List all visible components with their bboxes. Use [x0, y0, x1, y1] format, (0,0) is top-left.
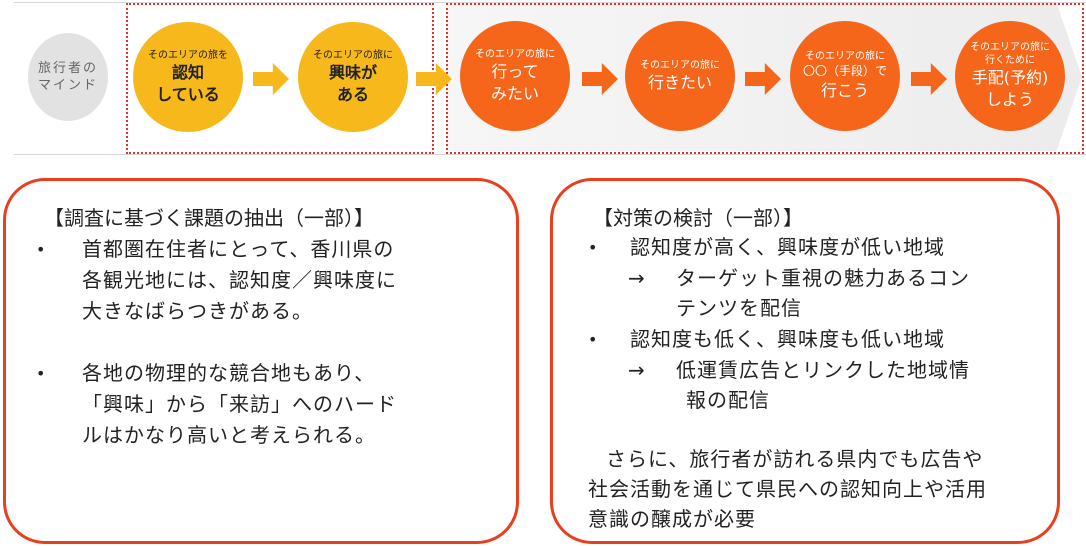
mind-label-line2: マインド [37, 78, 98, 93]
issues-bullet-1: • [36, 240, 46, 259]
stage-aware: そのエリアの旅を 認知 している [133, 22, 243, 132]
stage-interested-line1: 興味が [328, 62, 377, 82]
stage-book: そのエリアの旅に 行くために 手配(予約) しよう [955, 21, 1065, 131]
measures-item-1-sub2: テンツを配信 [676, 296, 802, 320]
measures-note-line3: 意識の醸成が必要 [588, 507, 756, 531]
issues-panel [3, 178, 519, 544]
measures-item-1-arrow: → [628, 266, 646, 290]
stage-want-to-visit-small: そのエリアの旅に [475, 48, 555, 60]
measures-item-2-sub1: 低運賃広告とリンクした地域情 [676, 358, 970, 382]
measures-item-1-sub1: ターゲット重視の魅力あるコン [676, 266, 970, 290]
stage-decide-means: そのエリアの旅に 〇〇（手段）で 行こう [790, 21, 900, 131]
issues-item-1-line1: 首都圏在住者にとって、香川県の [82, 237, 395, 261]
stage-decide-means-line1: 行こう [820, 81, 869, 100]
issues-item-2-line1: 各地の物理的な競合地もあり、 [82, 361, 376, 385]
measures-panel-title: 【対策の検討（一部）】 [593, 206, 803, 230]
stage-wish-to-go: そのエリアの旅に 行きたい [625, 21, 735, 131]
measures-item-2-sub2: 報の配信 [686, 388, 770, 412]
stage-decide-means-small: そのエリアの旅に [805, 51, 885, 62]
stage-interested-small: そのエリアの旅に [313, 49, 393, 61]
stage-want-to-visit-line2: みたい [490, 83, 539, 103]
measures-item-1-head: 認知度が高く、興味度が低い地域 [630, 235, 945, 259]
issues-item-1-line2: 各観光地には、認知度／興味度に [82, 268, 397, 292]
stage-wish-to-go-line1: 行きたい [647, 72, 712, 92]
stage-interested: そのエリアの旅に 興味が ある [298, 22, 408, 132]
stage-want-to-visit-line1: 行って [491, 61, 539, 81]
stage-book-line1: 手配(予約) [971, 68, 1049, 87]
issues-bullet-2: • [36, 364, 46, 383]
stage-aware-small: そのエリアの旅を [148, 49, 228, 61]
issues-panel-title: 【調査に基づく課題の抽出（一部）】 [44, 206, 374, 230]
issues-item-1-line3: 大きなばらつきがある。 [82, 299, 313, 323]
mind-label-line1: 旅行者の [37, 61, 98, 76]
measures-item-2-head: 認知度も低く、興味度も低い地域 [630, 327, 945, 351]
measures-item-2-arrow: → [628, 358, 646, 382]
stage-book-line2: しよう [985, 90, 1034, 109]
stage-book-small2: 行くために [985, 55, 1035, 66]
measures-panel [550, 178, 1060, 544]
stage-aware-line2: している [156, 84, 220, 104]
stage-decide-means-small2: 〇〇（手段）で [802, 64, 887, 78]
measures-note-line2: 社会活動を通じて県民への認知向上や活用 [588, 477, 987, 501]
stage-wish-to-go-small: そのエリアの旅に [640, 59, 720, 71]
issues-item-2-line3: ルはかなり高いと考えられる。 [82, 423, 376, 447]
stage-interested-line2: ある [336, 84, 369, 104]
stage-want-to-visit: そのエリアの旅に 行って みたい [460, 21, 570, 131]
stage-book-small: そのエリアの旅に [970, 42, 1050, 53]
issues-item-2-line2: 「興味」から「来訪」へのハード [82, 392, 397, 416]
traveler-mind-label: 旅行者の マインド [28, 33, 108, 121]
measures-note-line1: さらに、旅行者が訪れる県内でも広告や [606, 447, 984, 471]
band-bottom-line [14, 154, 1086, 155]
stage-aware-line1: 認知 [171, 62, 204, 82]
measures-bullet-1: • [588, 238, 598, 257]
band-top-line [14, 2, 1086, 3]
measures-bullet-2: • [588, 330, 598, 349]
